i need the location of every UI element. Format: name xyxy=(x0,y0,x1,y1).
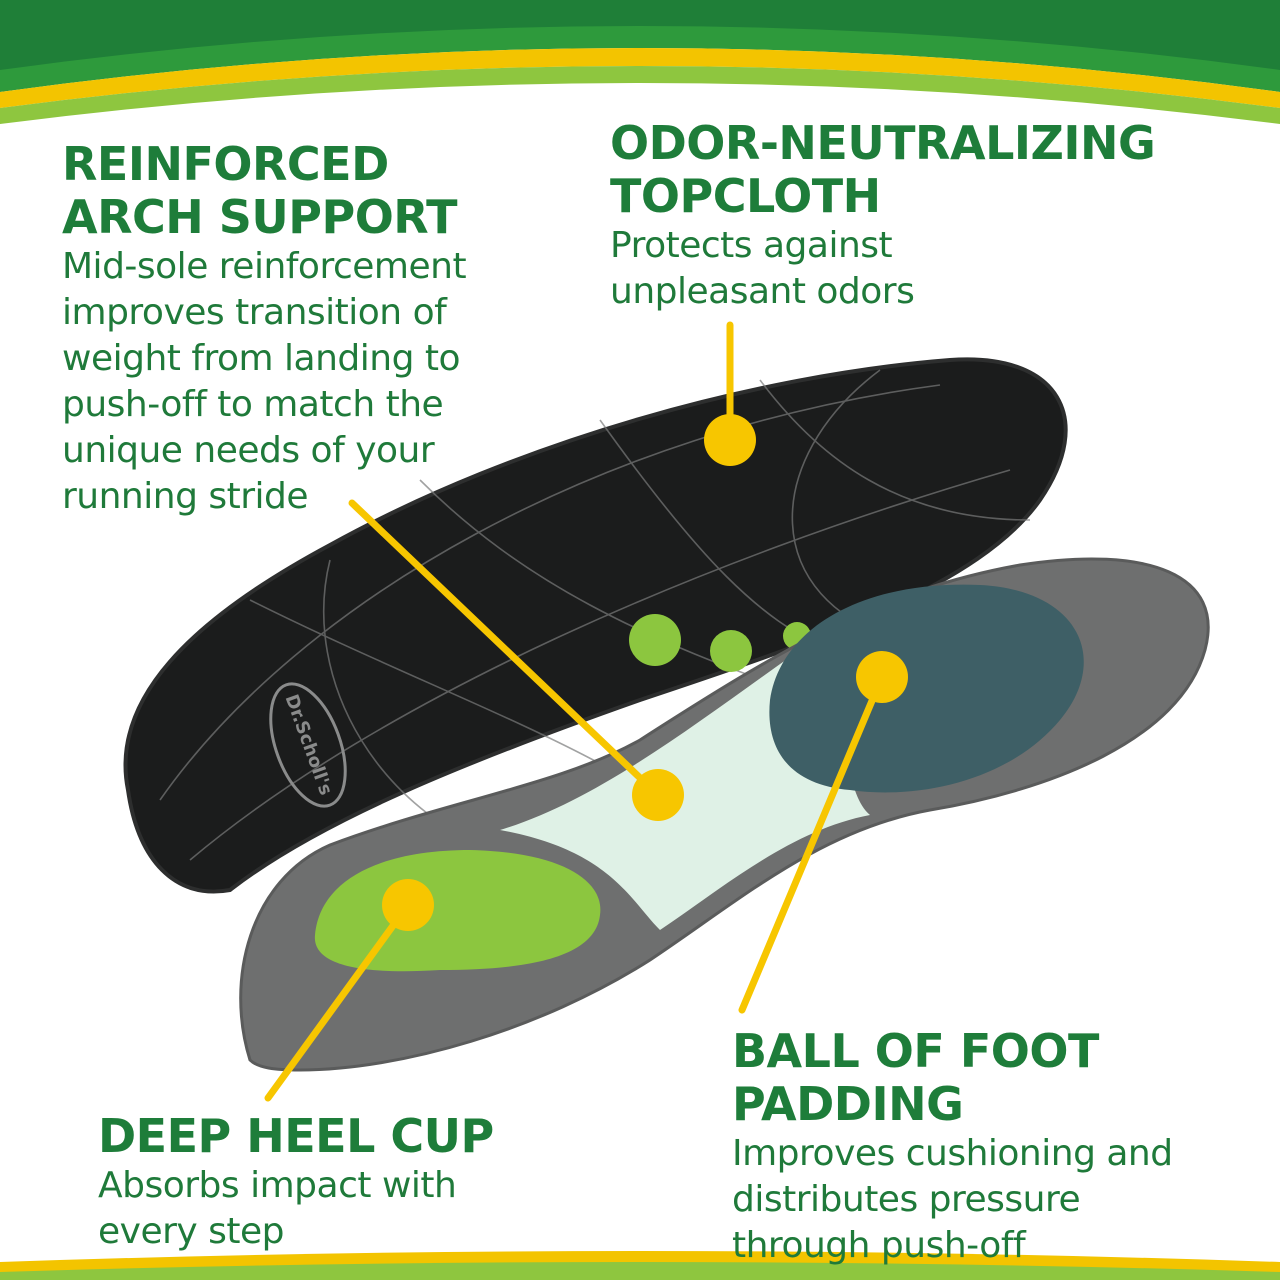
feature-title: ODOR-NEUTRALIZING TOPCLOTH xyxy=(610,116,1156,223)
feature-arch-support: REINFORCED ARCH SUPPORT Mid-sole reinfor… xyxy=(62,138,532,520)
brand-logo-badge xyxy=(269,682,347,808)
feature-ball-of-foot-padding: BALL OF FOOT PADDING Improves cushioning… xyxy=(732,1025,1252,1269)
callout-dot-icon xyxy=(382,414,908,931)
bottom-insole xyxy=(239,557,1210,1072)
feature-description: Absorbs impact with every step xyxy=(98,1165,457,1252)
feature-description: Protects against unpleasant odors xyxy=(610,225,915,312)
feature-odor-topcloth: ODOR-NEUTRALIZING TOPCLOTH Protects agai… xyxy=(610,117,1250,315)
feature-deep-heel-cup: DEEP HEEL CUP Absorbs impact with every … xyxy=(98,1110,558,1255)
topcloth-insole: Dr.Scholl's xyxy=(123,357,1068,894)
feature-title: REINFORCED ARCH SUPPORT xyxy=(62,137,458,244)
top-band xyxy=(0,0,1280,124)
forefoot-pad xyxy=(769,584,1084,793)
bottom-band xyxy=(0,1251,1280,1280)
feature-title: DEEP HEEL CUP xyxy=(98,1109,494,1163)
feature-title: BALL OF FOOT PADDING xyxy=(732,1024,1099,1131)
feature-description: Improves cushioning and distributes pres… xyxy=(732,1133,1173,1266)
feature-description: Mid-sole reinforcement improves transiti… xyxy=(62,246,467,517)
